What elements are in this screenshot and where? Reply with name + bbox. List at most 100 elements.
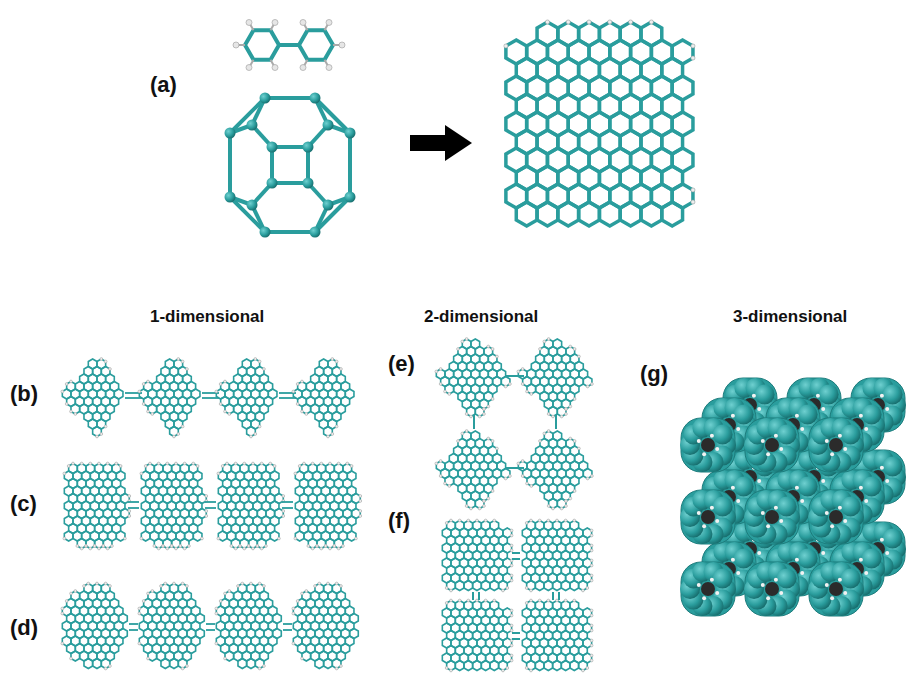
hydrogen-atom: [65, 383, 68, 386]
hydrogen-atom: [140, 537, 143, 540]
network-edge: [315, 197, 350, 232]
hydrogen-atom: [300, 19, 306, 25]
hydrogen-atom: [162, 545, 165, 548]
hydrogen-atom: [649, 20, 653, 24]
hydrogen-atom: [320, 462, 323, 465]
hydrogen-atom: [166, 462, 169, 465]
hydrogen-atom: [510, 614, 513, 617]
hydrogen-atom: [483, 500, 486, 503]
section-heading: 1-dimensional: [150, 307, 264, 327]
network-vertex: [225, 128, 236, 139]
carbon-ring: [599, 202, 620, 226]
linker-bond: [283, 629, 292, 631]
hydrogen-atom: [215, 607, 218, 610]
hydrogen-atom: [237, 585, 240, 588]
hydrogen-atom: [517, 462, 520, 465]
hydrogen-atom: [487, 405, 490, 408]
hydrogen-atom: [350, 465, 353, 468]
hydrogen-atom: [215, 390, 218, 393]
hydrogen-atom: [478, 415, 481, 418]
hydrogen-atom: [547, 599, 550, 602]
hydrogen-atom: [263, 368, 266, 371]
linker-bond: [512, 558, 520, 560]
linker-bond: [129, 629, 138, 631]
hydrogen-atom: [296, 383, 299, 386]
hydrogen-atom: [439, 475, 442, 478]
hydrogen-atom: [467, 599, 470, 602]
hydrogen-atom: [504, 477, 507, 480]
network-vertex: [260, 93, 271, 104]
hydrogen-atom: [115, 462, 118, 465]
hydrogen-atom: [292, 612, 295, 615]
carbon-ring: [455, 661, 464, 671]
diamond-cage: [61, 358, 123, 438]
hydrogen-atom: [181, 582, 184, 585]
network-edge: [348, 133, 352, 197]
linker-bond: [206, 629, 215, 631]
hydrogen-atom: [188, 545, 191, 548]
hydrogen-atom: [179, 545, 182, 548]
carbon-ring: [490, 661, 499, 671]
framework-unit: [680, 418, 736, 472]
hydrogen-atom: [335, 360, 338, 363]
hydrogen-atom: [175, 547, 178, 550]
carbon-ring: [620, 202, 641, 226]
hydrogen-atom: [552, 415, 555, 418]
hydrogen-atom: [298, 465, 301, 468]
carbon-ring: [558, 202, 579, 226]
carbon-ring: [490, 581, 499, 591]
carbon-ring: [238, 659, 247, 669]
sheet-cage: [435, 430, 511, 510]
hydrogen-atom: [465, 413, 468, 416]
hydrogen-atom: [545, 20, 549, 24]
hydrogen-atom: [247, 545, 250, 548]
hydrogen-atom: [530, 589, 533, 592]
hydrogen-atom: [590, 624, 593, 627]
hydrogen-atom: [80, 547, 83, 550]
hydrogen-atom: [102, 545, 105, 548]
hydrogen-atom: [61, 390, 64, 393]
hydrogen-atom: [192, 462, 195, 465]
hydrogen-atom: [201, 537, 204, 540]
hydrogen-atom: [491, 348, 494, 351]
hydrogen-atom: [444, 482, 447, 485]
network-vertex: [225, 192, 236, 203]
hydrogen-atom: [496, 447, 499, 450]
hydrogen-atom: [170, 545, 173, 548]
hydrogen-atom: [591, 383, 594, 386]
hydrogen-atom: [228, 413, 231, 416]
hydrogen-atom: [179, 545, 182, 548]
hydrogen-atom: [590, 654, 593, 657]
hydrogen-atom: [565, 413, 568, 416]
hydrogen-atom: [138, 612, 141, 615]
hydrogen-atom: [138, 642, 141, 645]
hydrogen-atom: [476, 599, 479, 602]
network-vertex: [310, 93, 321, 104]
hydrogen-atom: [124, 537, 127, 540]
hydrogen-atom: [186, 585, 189, 588]
hydrogen-atom: [565, 408, 568, 411]
reaction-arrow: [410, 125, 472, 161]
hydrogen-atom: [491, 398, 494, 401]
framework-unit: [680, 490, 736, 544]
hydrogen-atom: [465, 505, 468, 508]
hydrogen-atom: [119, 465, 122, 468]
panel-label: (d): [10, 615, 38, 641]
hydrogen-atom: [530, 393, 533, 396]
hydrogen-atom: [573, 398, 576, 401]
network-vertex: [303, 142, 314, 153]
hydrogen-atom: [359, 515, 362, 518]
hydrogen-atom: [491, 490, 494, 493]
hydrogen-atom: [80, 462, 83, 465]
hydrogen-atom: [164, 582, 167, 585]
carbon-ring: [315, 659, 324, 669]
linker-bond: [205, 501, 216, 503]
hydrogen-atom: [292, 607, 295, 610]
hydrogen-atom: [301, 380, 304, 383]
hydrogen-atom: [205, 515, 208, 518]
hydrogen-atom: [109, 585, 112, 588]
hydrogen-atom: [311, 547, 314, 550]
hydrogen-atom: [224, 657, 227, 660]
hydrogen-atom: [510, 544, 513, 547]
